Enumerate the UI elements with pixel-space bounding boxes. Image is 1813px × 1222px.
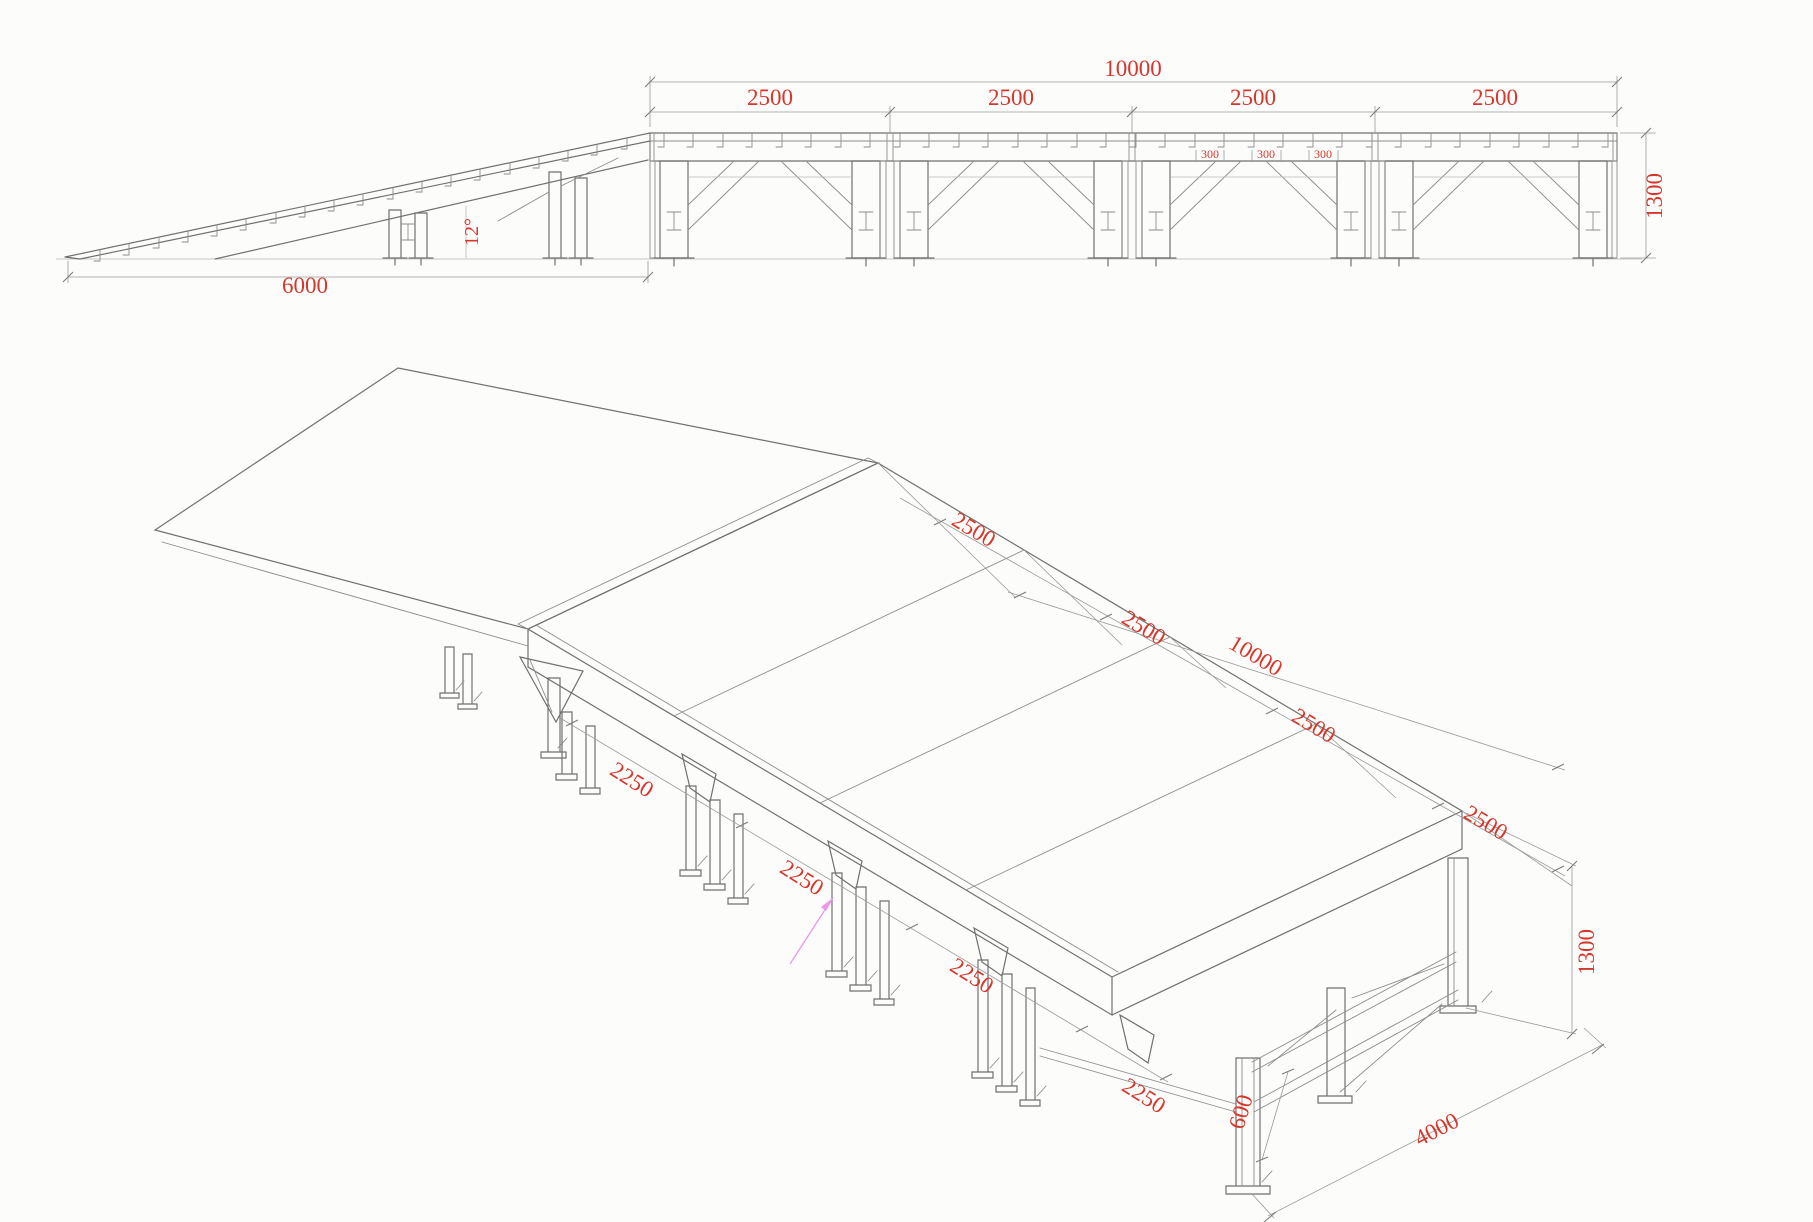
isometric-view: 2500 2500 10000 2500 2500 2250 2250 2250…	[153, 367, 1607, 1222]
leader-arrow	[789, 897, 834, 965]
iso-joint-supports	[555, 711, 1155, 1107]
dim-elev-height: 1300	[1642, 173, 1667, 219]
isometric-dimensions: 2500 2500 10000 2500 2500 2250 2250 2250…	[559, 462, 1607, 1222]
dim-iso-height: 1300	[1574, 929, 1599, 975]
dim-elev-bay-2: 2500	[988, 85, 1034, 110]
dim-elev-bay-3: 2500	[1230, 85, 1276, 110]
ramp-elevation	[64, 132, 651, 266]
iso-right-end-frame	[1039, 857, 1493, 1195]
side-beams	[1039, 1047, 1237, 1113]
corner-column	[1225, 1057, 1271, 1195]
dim-iso-base-offset: 600	[1224, 1092, 1258, 1132]
dim-cleat-1: 300	[1201, 147, 1219, 161]
ramp-front-band	[161, 541, 529, 647]
dim-elev-bay-1: 2500	[747, 85, 793, 110]
dim-ramp-run: 6000	[282, 273, 328, 298]
dim-elev-total-length: 10000	[1104, 56, 1162, 81]
dim-iso-bay-3: 2500	[1288, 703, 1340, 748]
dim-iso-bay-2: 2500	[1118, 605, 1170, 650]
dim-iso-bay-1: 2500	[948, 507, 1000, 552]
mid-column	[1317, 987, 1353, 1104]
iso-ramp	[153, 367, 880, 759]
dim-iso-total-length: 10000	[1225, 630, 1287, 681]
platform-deck	[649, 132, 1618, 162]
platform-supports	[649, 160, 1618, 267]
dim-iso-module-3: 2250	[946, 953, 998, 999]
elevation-dimensions: 10000 2500 2500 2500 2500 300 300 300 13…	[62, 56, 1667, 298]
dim-iso-bay-4: 2500	[1460, 800, 1512, 845]
iso-platform	[526, 462, 1464, 1017]
dim-iso-module-2: 2250	[776, 855, 828, 901]
hinge-line	[517, 457, 879, 630]
dim-cleat-3: 300	[1314, 147, 1332, 161]
dim-ramp-angle: 12°	[461, 218, 483, 246]
dim-iso-module-4: 2250	[1118, 1073, 1170, 1119]
end-diagonals	[1267, 963, 1445, 1093]
diagonal-braces	[687, 161, 1580, 231]
bay-seams	[673, 549, 1317, 891]
column-feet	[653, 257, 1614, 267]
ibeam-marks	[666, 211, 1601, 231]
elevation-view: 10000 2500 2500 2500 2500 300 300 300 13…	[56, 56, 1667, 298]
right-edge-band	[1111, 810, 1463, 1016]
dim-iso-width: 4000	[1410, 1108, 1462, 1151]
deck-cleats	[657, 133, 1609, 148]
ramp-cleats	[93, 137, 628, 262]
leader-arrowhead	[821, 897, 834, 911]
ramp-top-face	[153, 367, 880, 630]
ramp-deck	[64, 132, 651, 260]
dim-iso-module-1: 2250	[606, 757, 658, 803]
end-rails	[1251, 951, 1459, 1113]
dim-elev-bay-4: 2500	[1472, 85, 1518, 110]
dim-cleat-2: 300	[1257, 147, 1275, 161]
front-edge-band	[527, 628, 1113, 1017]
